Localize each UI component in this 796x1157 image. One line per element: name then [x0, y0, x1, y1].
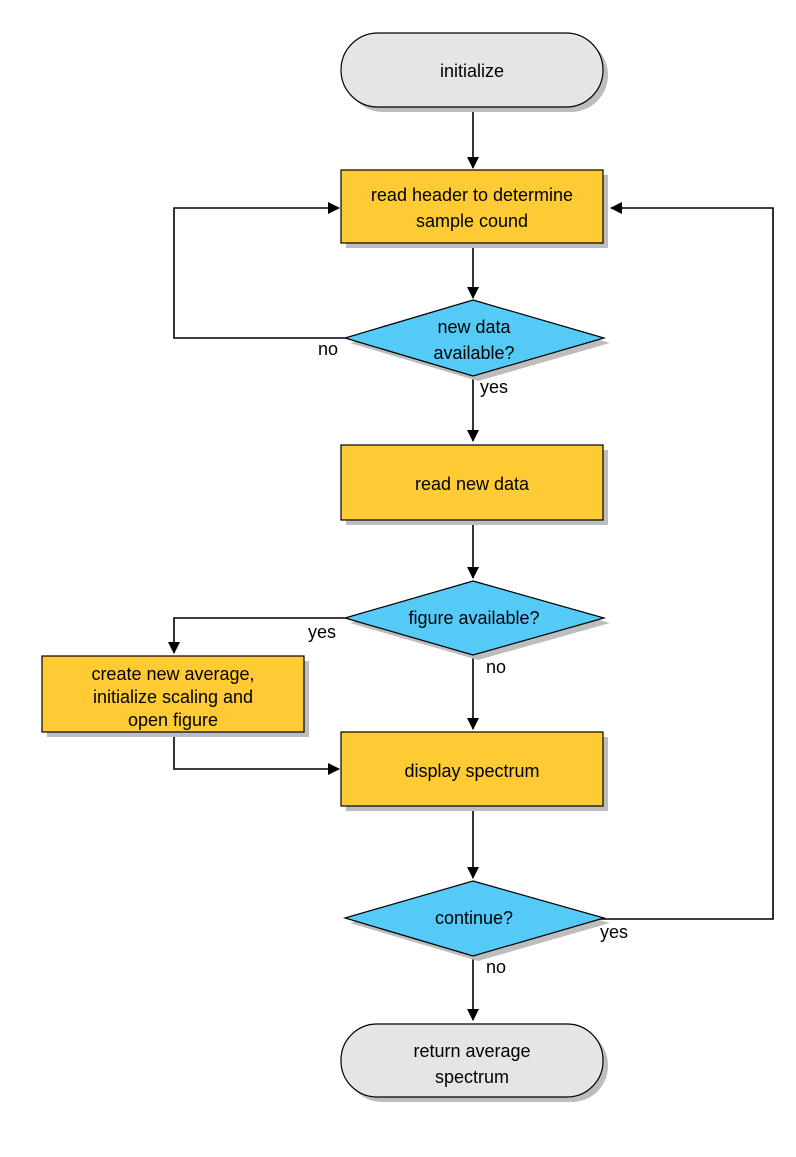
edge-label-figure-yes: yes [308, 622, 336, 642]
edge-create-to-display [173, 731, 340, 775]
edge-labels: no yes yes no yes no [308, 339, 628, 977]
node-read-new-data-shape [340, 444, 604, 521]
node-initialize-label: initialize [440, 61, 504, 81]
node-new-data-line2: available? [433, 343, 514, 363]
node-new-data-shape [342, 299, 607, 377]
node-return-average-shape [340, 1023, 604, 1098]
node-return-average-line1: return average [413, 1041, 530, 1061]
edge-new-data-no-loop [173, 202, 345, 339]
node-initialize: initialize [340, 32, 608, 112]
node-read-header-line1: read header to determine [371, 185, 573, 205]
node-figure-available: figure available? [342, 580, 610, 660]
node-return-average: return average spectrum [340, 1023, 608, 1102]
node-return-average-line2: spectrum [435, 1067, 509, 1087]
edge-label-new-data-no: no [318, 339, 338, 359]
node-read-new-data-label: read new data [415, 474, 530, 494]
node-read-new-data: read new data [340, 444, 608, 525]
edge-figure-yes-to-create [168, 617, 345, 654]
node-create-new-line2: initialize scaling and [93, 687, 253, 707]
edge-label-figure-no: no [486, 657, 506, 677]
edge-continue-yes-loop [600, 202, 774, 920]
node-create-new-shape [41, 655, 305, 733]
node-new-data-line1: new data [437, 317, 511, 337]
node-read-header: read header to determine sample cound [340, 169, 608, 248]
node-figure-available-label: figure available? [408, 608, 539, 628]
node-read-header-shape [340, 169, 604, 244]
node-continue-label: continue? [435, 908, 513, 928]
edges [168, 110, 774, 1021]
node-figure-available-shape [342, 580, 607, 656]
node-continue: continue? [342, 880, 610, 961]
edge-label-continue-yes: yes [600, 922, 628, 942]
node-new-data: new data available? [342, 299, 610, 381]
node-create-new: create new average, initialize scaling a… [41, 655, 309, 737]
edge-label-continue-no: no [486, 957, 506, 977]
node-display-spectrum: display spectrum [340, 731, 608, 811]
node-read-header-line2: sample cound [416, 211, 528, 231]
node-create-new-line3: open figure [128, 710, 218, 730]
node-continue-shape [342, 880, 607, 957]
node-display-spectrum-shape [340, 731, 604, 807]
node-initialize-shape [340, 32, 604, 108]
edge-label-new-data-yes: yes [480, 377, 508, 397]
node-create-new-line1: create new average, [91, 664, 254, 684]
node-display-spectrum-label: display spectrum [404, 761, 539, 781]
